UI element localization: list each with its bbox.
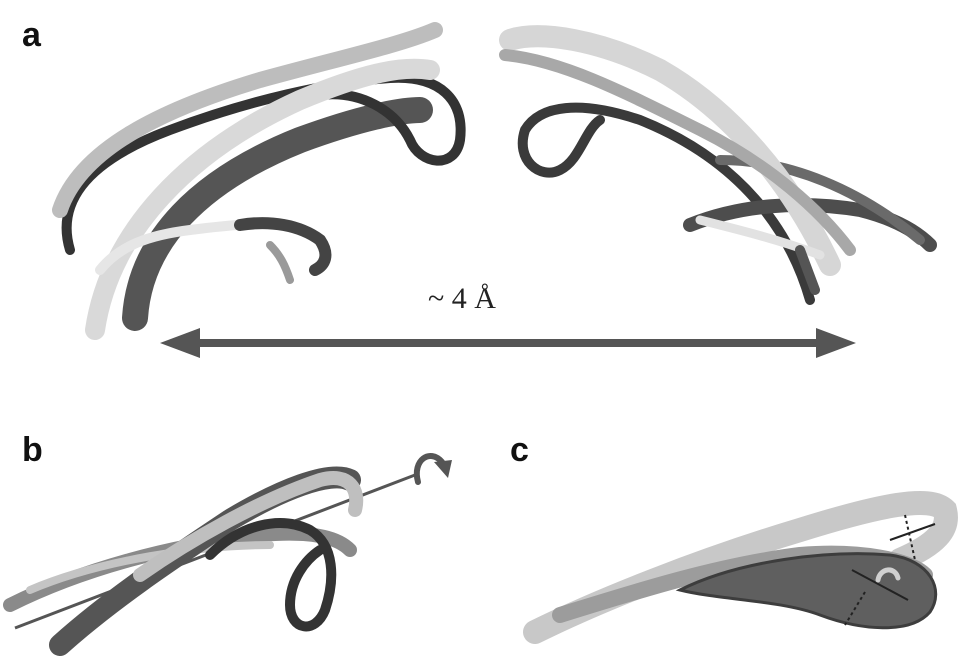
- rotation-arrow-icon: [417, 456, 442, 482]
- distance-arrow-right-head: [816, 328, 856, 358]
- rotation-arrow-head: [434, 460, 452, 478]
- panel-c-structure: [535, 503, 946, 632]
- panel-a-structure-left: [60, 30, 461, 330]
- panel-label-a: a: [22, 18, 41, 52]
- distance-label: ~ 4 Å: [428, 282, 496, 316]
- panel-label-b: b: [22, 433, 43, 467]
- distance-arrow-left-head: [160, 328, 200, 358]
- panel-b-structure: [10, 475, 415, 645]
- panel-label-c: c: [510, 433, 529, 467]
- panel-a-structure-right: [505, 36, 930, 300]
